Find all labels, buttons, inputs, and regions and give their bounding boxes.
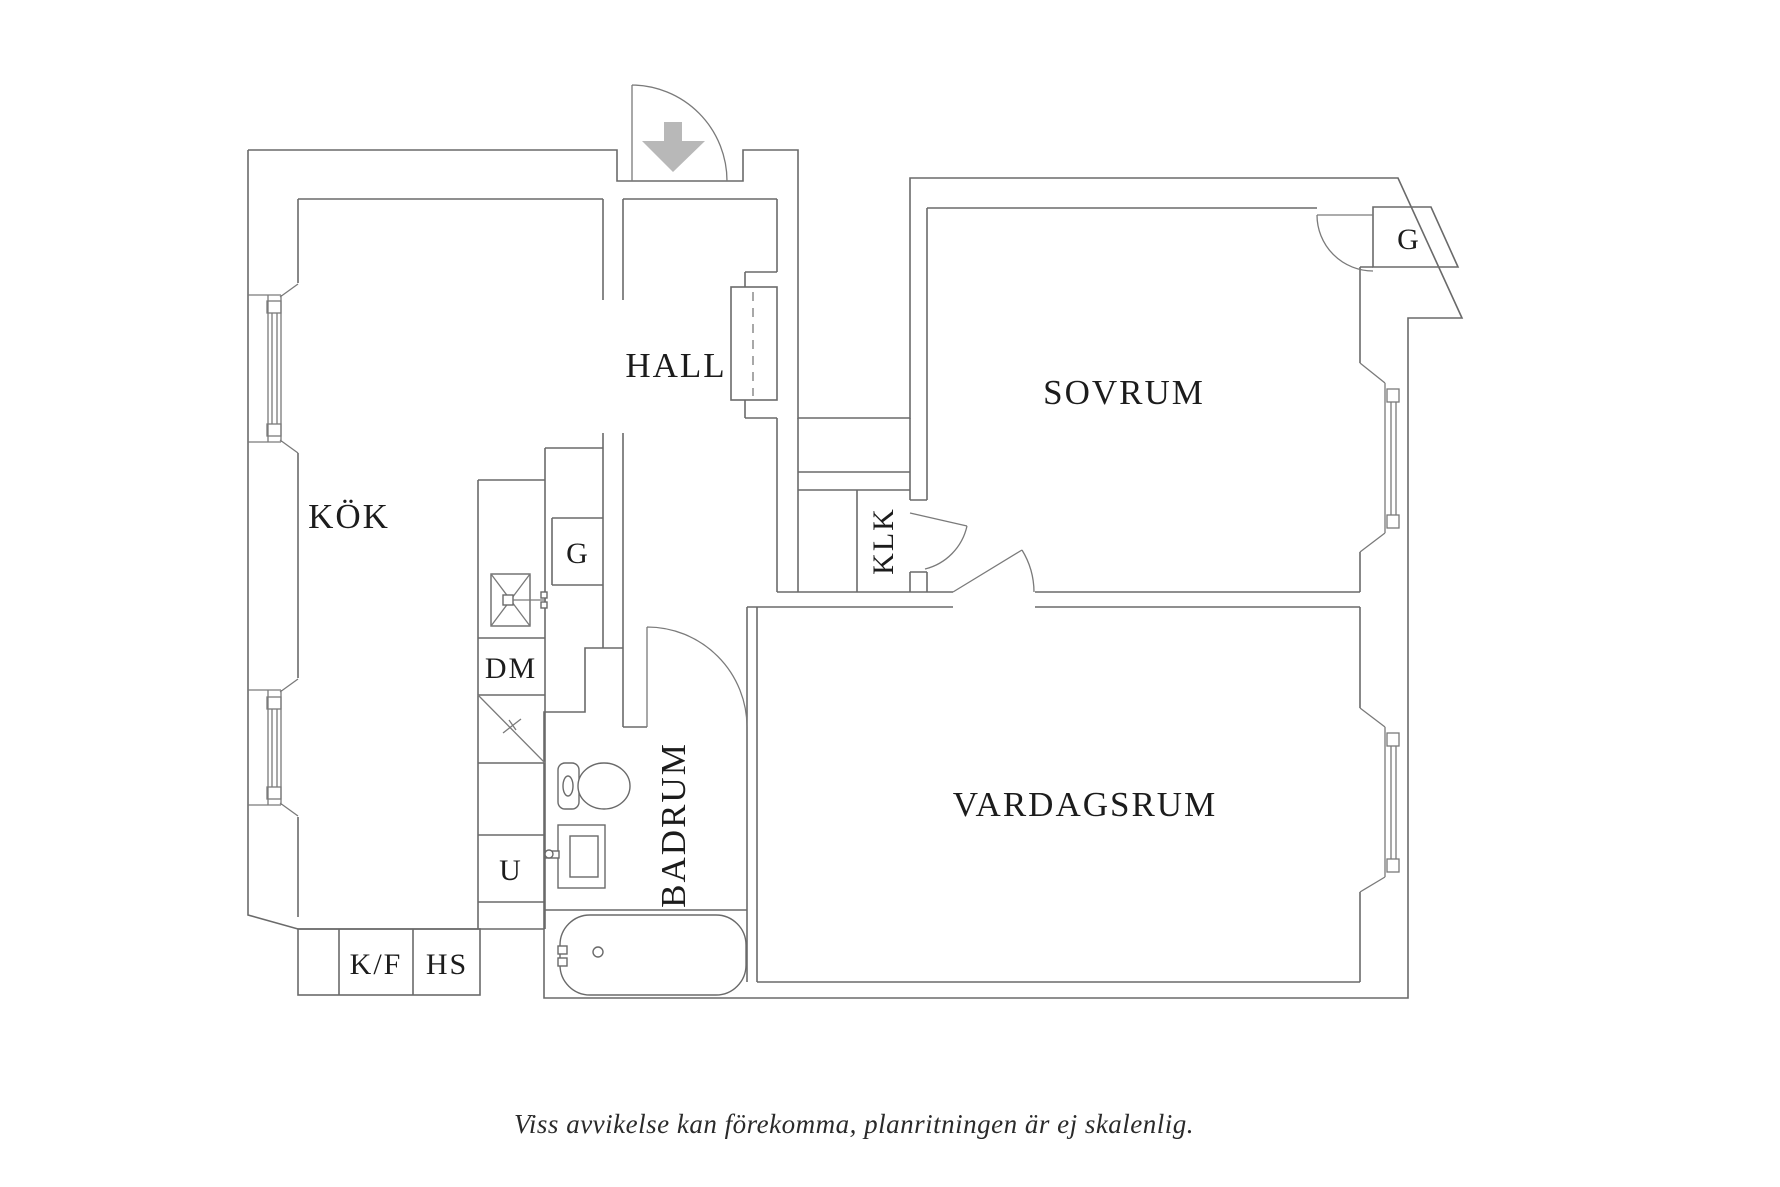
bathroom-fixtures <box>544 762 747 996</box>
bedroom-closet-outline <box>1372 206 1460 268</box>
bedroom-door-swing-arc <box>952 549 1035 593</box>
doors <box>631 84 1374 728</box>
outer-wall-top-right <box>248 149 1464 999</box>
window-symbol <box>248 283 1397 893</box>
toilet-symbol <box>557 762 631 810</box>
appliance-label-dm: DM <box>485 652 537 685</box>
room-label-badrum: BADRUM <box>654 742 693 908</box>
cabinet-row <box>297 928 481 996</box>
room-label-vardagsrum: VARDAGSRUM <box>953 785 1217 824</box>
room-label-klk: KLK <box>867 507 900 575</box>
room-label-kok: KÖK <box>308 497 390 536</box>
room-label-hall: HALL <box>625 346 726 385</box>
fixture-labels: G G DM U K/F HS <box>350 223 1421 981</box>
bathroom-sink-symbol <box>544 824 606 889</box>
bathtub-symbol <box>557 914 747 996</box>
hall-wardrobe <box>730 286 778 401</box>
window-pane-caps <box>266 300 1400 873</box>
appliance-label-u: U <box>499 854 523 887</box>
entrance-arrow-icon <box>642 122 705 172</box>
closet-label-bedroom-g: G <box>1397 223 1421 256</box>
bedroom-closet-door-swing-arc <box>1316 214 1374 272</box>
closet-label-kitchen-g: G <box>566 537 590 570</box>
klk-door-swing-arc <box>909 512 968 570</box>
room-labels: HALL SOVRUM KÖK KLK VARDAGSRUM BADRUM <box>308 346 1217 908</box>
disclaimer-caption: Viss avvikelse kan förekomma, planritnin… <box>514 1109 1194 1139</box>
bathroom-door-swing-arc <box>646 626 748 728</box>
windows <box>248 283 1400 893</box>
kitchen-fixtures <box>477 573 548 764</box>
sink-symbol <box>490 573 548 627</box>
appliance-label-hs: HS <box>426 948 468 981</box>
entrance-door-swing-arc <box>631 84 728 182</box>
interior-walls <box>297 198 1373 983</box>
walls <box>247 149 1464 999</box>
room-label-sovrum: SOVRUM <box>1043 373 1205 412</box>
appliance-label-kf: K/F <box>350 948 403 981</box>
stove-symbol <box>477 694 546 764</box>
